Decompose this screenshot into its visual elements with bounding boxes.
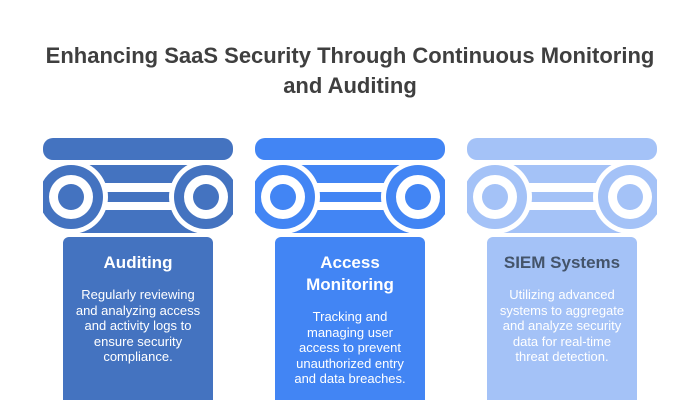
greek-column-capital-icon bbox=[255, 138, 445, 233]
page-title-block: Enhancing SaaS Security Through Continuo… bbox=[0, 41, 700, 101]
column-access-monitoring: Access Monitoring Tracking and managing … bbox=[255, 138, 445, 400]
card-description: Tracking and managing user access to pre… bbox=[294, 309, 406, 386]
card-access-monitoring: Access Monitoring Tracking and managing … bbox=[275, 237, 425, 400]
card-title: SIEM Systems bbox=[503, 253, 621, 272]
card-title: Auditing bbox=[103, 253, 173, 272]
card-title: Access Monitoring bbox=[306, 253, 394, 294]
card-siem-systems: SIEM Systems Utilizing advanced systems … bbox=[487, 237, 637, 400]
greek-column-capital-icon bbox=[43, 138, 233, 233]
page-title: Enhancing SaaS Security Through Continuo… bbox=[45, 43, 655, 98]
card-auditing: Auditing Regularly reviewing and analyzi… bbox=[63, 237, 213, 400]
column-auditing: Auditing Regularly reviewing and analyzi… bbox=[43, 138, 233, 400]
columns-row: Auditing Regularly reviewing and analyzi… bbox=[43, 138, 657, 400]
greek-column-capital-icon bbox=[467, 138, 657, 233]
card-description: Utilizing advanced systems to aggregate … bbox=[499, 287, 625, 364]
card-description: Regularly reviewing and analyzing access… bbox=[75, 287, 201, 364]
column-siem-systems: SIEM Systems Utilizing advanced systems … bbox=[467, 138, 657, 400]
